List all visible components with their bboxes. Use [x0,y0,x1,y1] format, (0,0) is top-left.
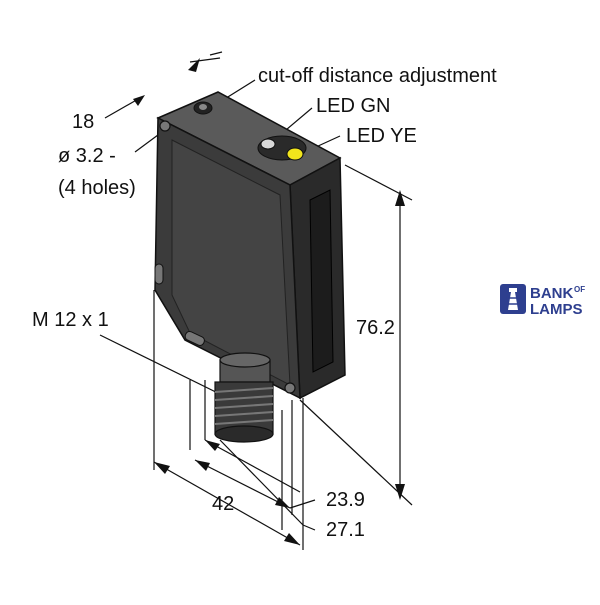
dim-42-line [153,461,301,546]
led-yellow [286,147,304,161]
label-height: 76.2 [356,317,395,339]
dim-18-line [189,57,221,63]
label-thread: M 12 x 1 [32,309,109,331]
lens-window [309,189,334,373]
sensor-housing [154,91,346,400]
led-green [260,138,276,150]
dim-18-arrow-left [188,58,200,72]
label-hole-dia: ø 3.2 - [58,145,116,167]
dim-18-leader [104,97,141,119]
label-cutoff: cut-off distance adjustment [258,65,497,87]
mounting-hole-top [159,120,171,132]
label-width: 42 [212,493,234,515]
logo-line2: LAMPS [530,301,583,318]
mounting-slot-bottom [184,330,205,346]
thread-leader [99,334,233,401]
m12-connector [214,352,274,443]
labels: cut-off distance adjustment LED GN LED Y… [32,65,497,541]
label-depth-inner: 23.9 [326,489,365,511]
label-led-gn: LED GN [316,95,390,117]
lighthouse-icon [500,284,526,314]
dim-42-arrow-right [284,533,300,545]
height-arrow-bottom [395,484,405,500]
dim-18-arrow [133,95,145,106]
dim-239-line [194,459,291,509]
label-depth-outer: 27.1 [326,519,365,541]
dim-18-ext [209,51,223,56]
thread-ridges [214,387,274,425]
dimension-lines [99,51,413,550]
dim-271-ext [219,439,304,526]
connector-end [214,425,274,443]
mounting-hole-bottom [284,382,296,394]
dim-271-line [204,439,301,493]
dim-271-arrow-left [205,440,220,451]
dim-239-arrow-left [195,460,210,471]
dim-42-arrow-left [154,462,170,474]
height-ext-top [344,164,413,201]
cutoff-adjust-screw-inner [199,104,207,110]
label-led-ye: LED YE [346,125,417,147]
label-dim-18: 18 [72,111,94,133]
logo-of: OF [574,285,585,294]
dim-271-leader [302,524,316,531]
height-arrow-top [395,190,405,206]
label-hole-count: (4 holes) [58,177,136,199]
dim-239-leader [289,499,316,509]
connector-collar-top [219,352,271,368]
bank-of-lamps-logo: BANK OF LAMPS [500,284,585,318]
logo-line1: BANK [530,285,573,302]
mounting-slot-left [154,263,164,285]
height-ext-bottom [299,399,413,506]
